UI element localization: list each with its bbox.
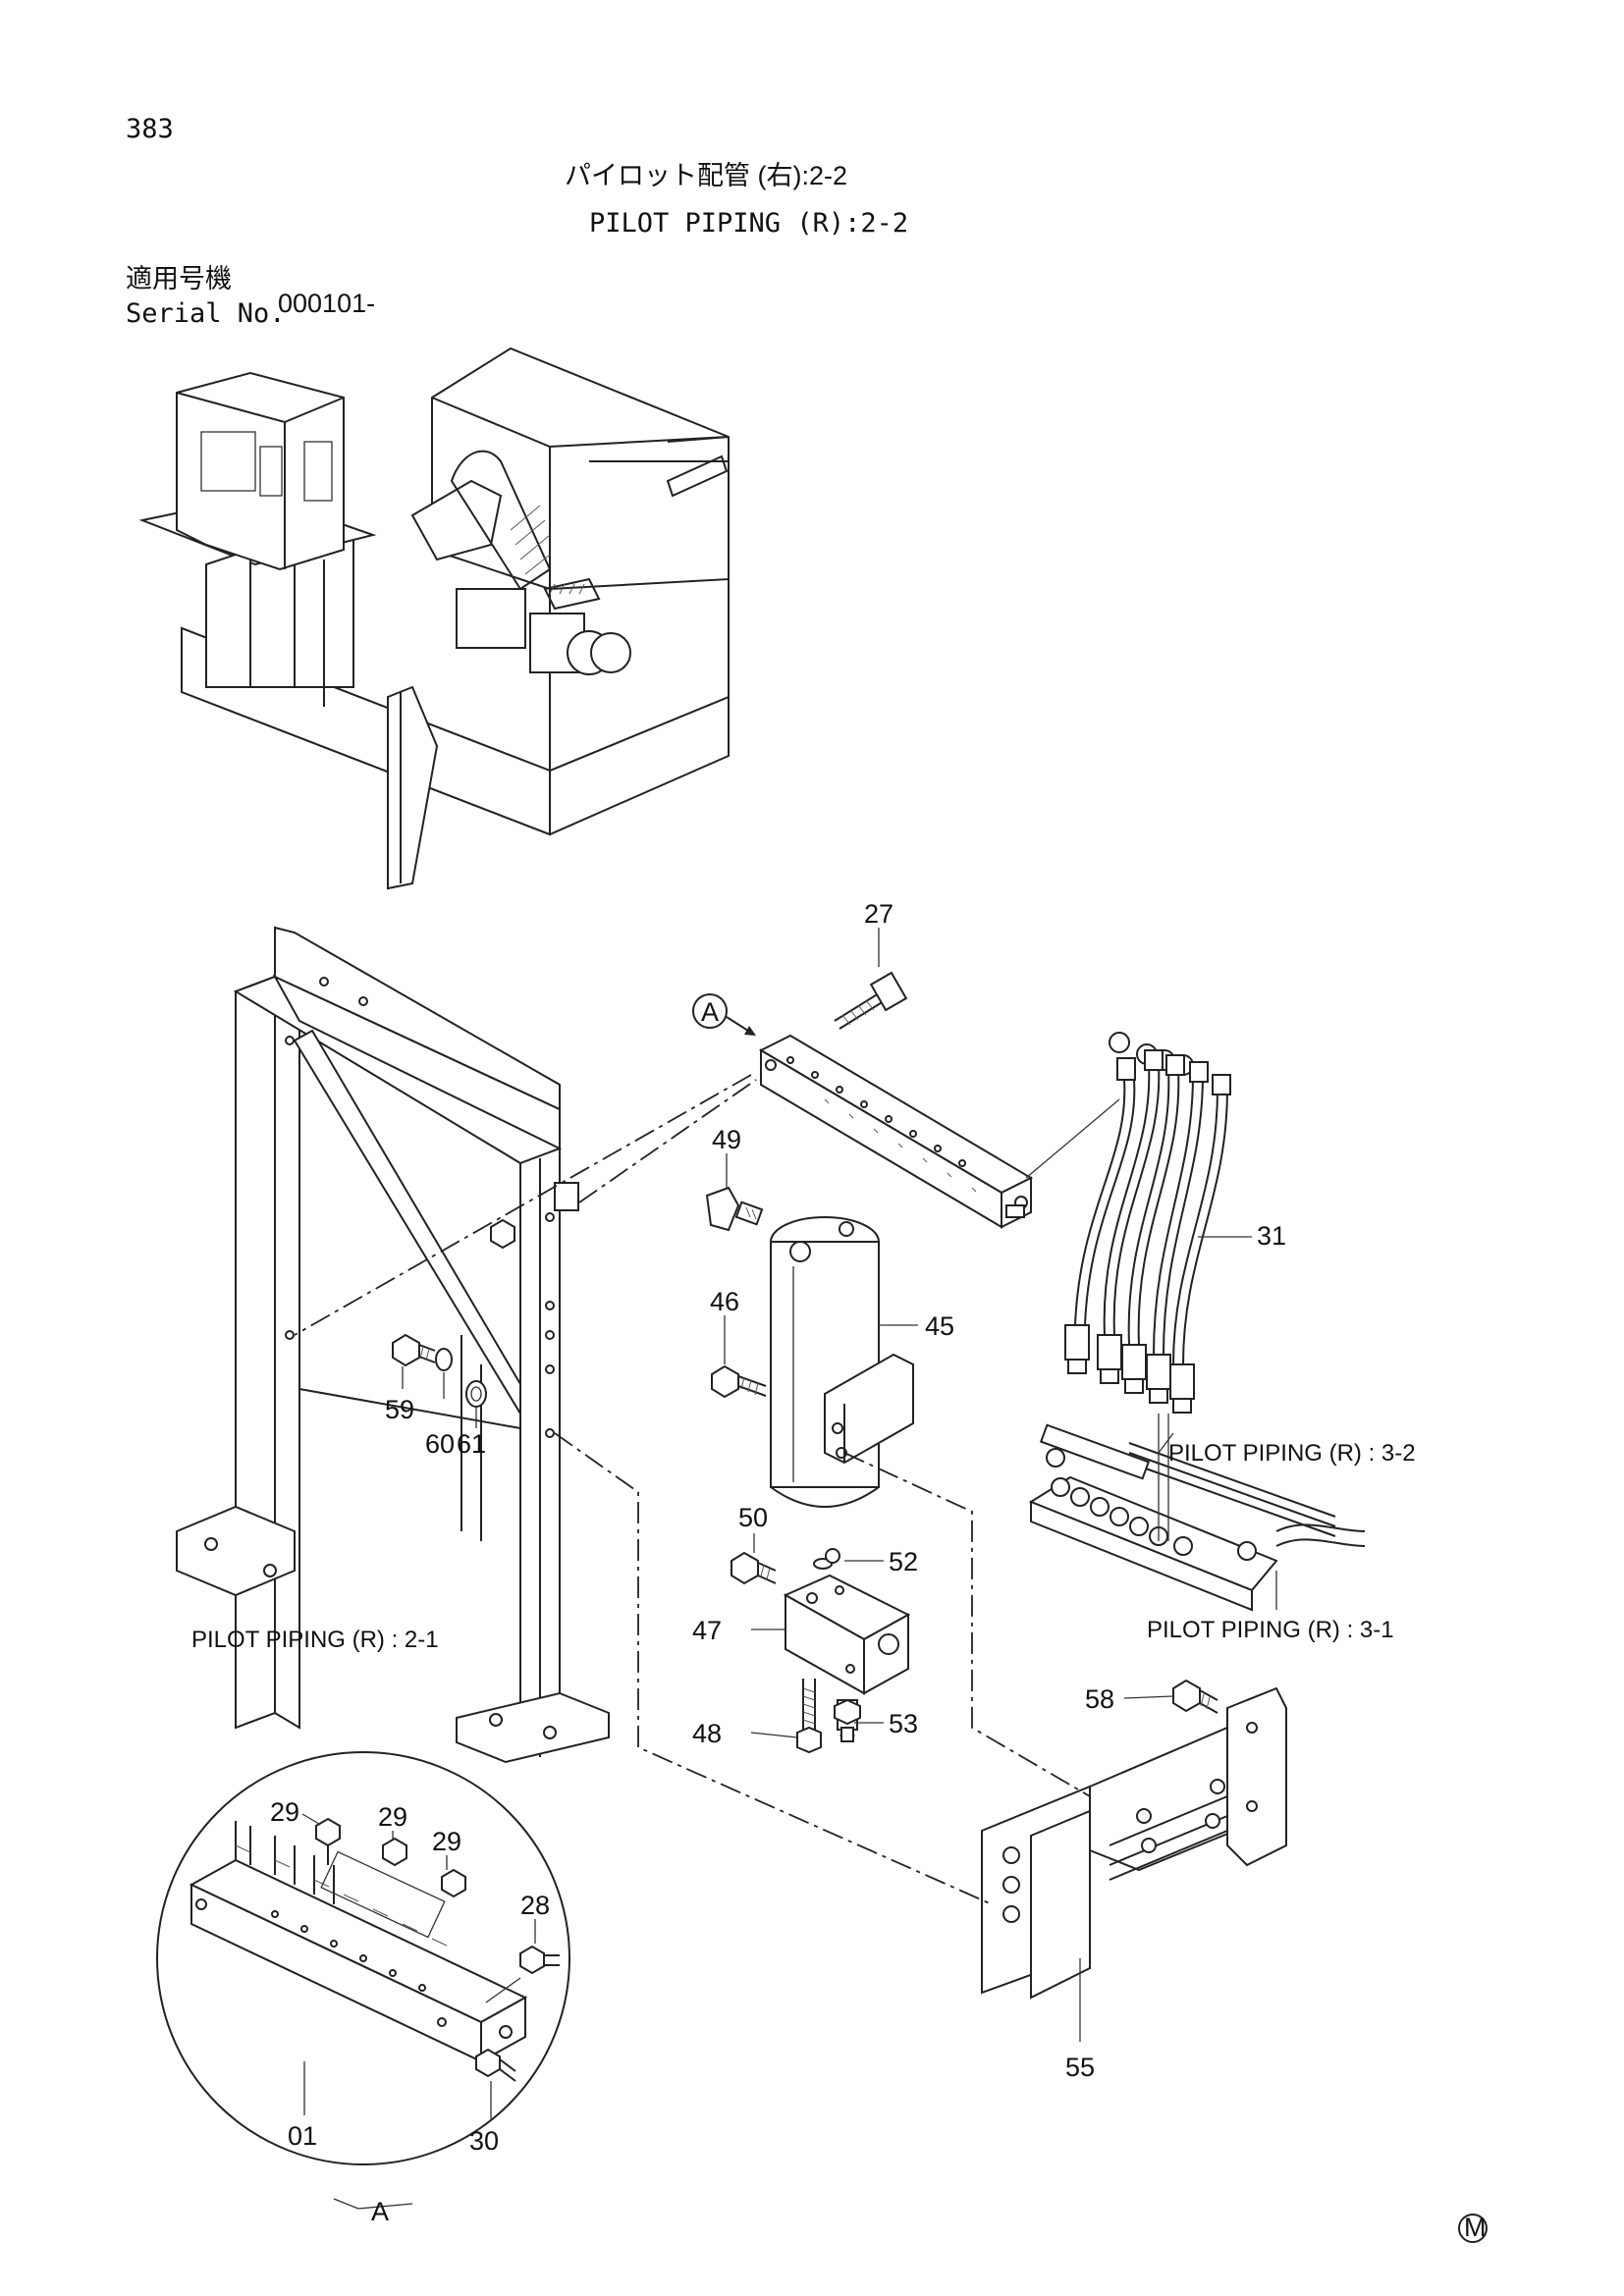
reference-pilot-piping-3-2: PILOT PIPING (R) : 3-2 [1168,1440,1416,1467]
title-english: PILOT PIPING (R):2-2 [589,208,908,239]
part-number-47: 47 [692,1616,722,1645]
part-number-30: 30 [469,2126,499,2156]
bolt-48 [796,1679,822,1754]
part-number-48: 48 [692,1719,722,1748]
accumulator [770,1216,914,1508]
assembly-lines [294,1074,1169,1905]
detail-view-label: A [371,2197,389,2226]
bolt-58 [1172,1679,1218,1714]
mounting-bracket [981,1686,1287,2000]
leader-lines [402,928,1277,2042]
part-number-52: 52 [889,1547,918,1576]
part-number-01: 01 [288,2121,317,2151]
part-number-46: 46 [710,1287,739,1316]
part-number-29-left: 29 [270,1797,299,1827]
washer-61 [465,1380,487,1408]
serial-label-japanese: 適用号機 [126,264,232,294]
part-number-60: 60 [425,1429,455,1459]
part-number-29-middle: 29 [378,1802,407,1832]
machine-overview-illustration [138,347,730,890]
part-number-53: 53 [889,1709,918,1738]
mounting-frame [176,926,610,1764]
part-number-31: 31 [1257,1221,1286,1251]
fitting-50 [731,1551,777,1585]
reference-pilot-piping-3-1: PILOT PIPING (R) : 3-1 [1147,1617,1394,1643]
detail-marker-letter: A [701,997,719,1027]
manifold-block [758,1034,1034,1229]
part-number-28: 28 [520,1891,550,1920]
reference-pilot-piping-2-1: PILOT PIPING (R) : 2-1 [191,1627,439,1653]
part-number-50: 50 [738,1503,768,1532]
part-number-58: 58 [1085,1684,1114,1714]
bolt-46 [711,1364,767,1399]
manufacturer-mark-letter: M [1464,2213,1487,2242]
part-number-61: 61 [457,1429,486,1459]
o-ring-52 [825,1548,840,1564]
title-japanese: パイロット配管 (右):2-2 [565,161,847,190]
part-number-55: 55 [1065,2053,1095,2082]
fitting-53 [834,1698,861,1742]
manufacturer-mark: M [1458,2213,1488,2243]
elbow-fitting-49 [705,1186,764,1232]
control-valve-bank [1028,1423,1366,1612]
part-number-29-right: 29 [432,1827,461,1856]
bolt-27 [834,971,908,1030]
serial-label-english: Serial No. [126,298,286,329]
valve-block [783,1558,911,1695]
bolt-59 [392,1333,436,1367]
washer-60 [435,1348,453,1371]
part-number-45: 45 [925,1311,954,1341]
serial-number: 000101- [278,289,375,318]
detail-marker-a: A [692,993,756,1036]
detail-view-a [156,1751,570,2165]
part-number-27: 27 [864,899,893,929]
part-number-59: 59 [385,1395,414,1424]
hose-bundle [1064,1032,1231,1414]
page-number: 383 [126,114,174,144]
part-number-49: 49 [712,1125,741,1154]
